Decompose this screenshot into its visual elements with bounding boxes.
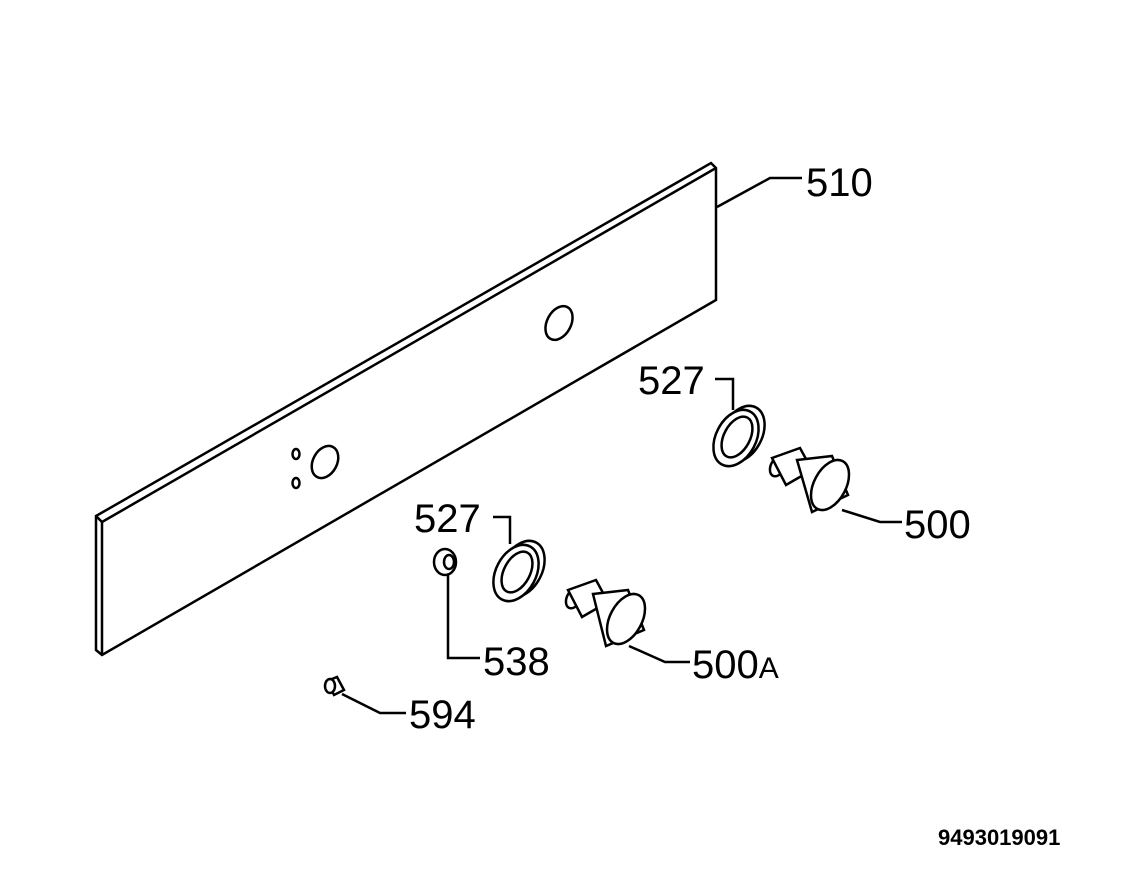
leader-500 — [841, 508, 902, 524]
panel-hole-upper — [544, 304, 574, 342]
document-number: 9493019091 — [938, 825, 1060, 850]
panel-pin-hole-2 — [291, 476, 301, 490]
ring-527-lower — [492, 539, 546, 603]
leader-538 — [446, 575, 480, 660]
panel-hole-lower — [310, 444, 340, 480]
label-500: 500 — [904, 503, 971, 547]
leader-527-lower — [493, 515, 512, 544]
ring-527-upper — [712, 404, 766, 468]
label-500a-suffix: A — [759, 652, 779, 685]
control-panel-510 — [94, 161, 718, 657]
knob-500-upper — [768, 446, 851, 514]
knob-500a-lower — [564, 578, 647, 648]
label-500a-number: 500 — [692, 643, 759, 687]
leader-527-upper — [715, 377, 735, 410]
panel-pin-hole-1 — [291, 447, 301, 461]
nut-538 — [432, 547, 458, 577]
label-527-lower: 527 — [414, 497, 481, 541]
leader-510 — [716, 176, 802, 209]
label-538: 538 — [483, 640, 550, 684]
label-527-upper: 527 — [638, 359, 705, 403]
label-510: 510 — [806, 161, 873, 205]
plug-594 — [323, 675, 346, 697]
label-594: 594 — [409, 693, 476, 737]
leader-594 — [341, 692, 406, 715]
label-500a: 500A — [692, 643, 779, 687]
leader-500a — [628, 644, 690, 664]
